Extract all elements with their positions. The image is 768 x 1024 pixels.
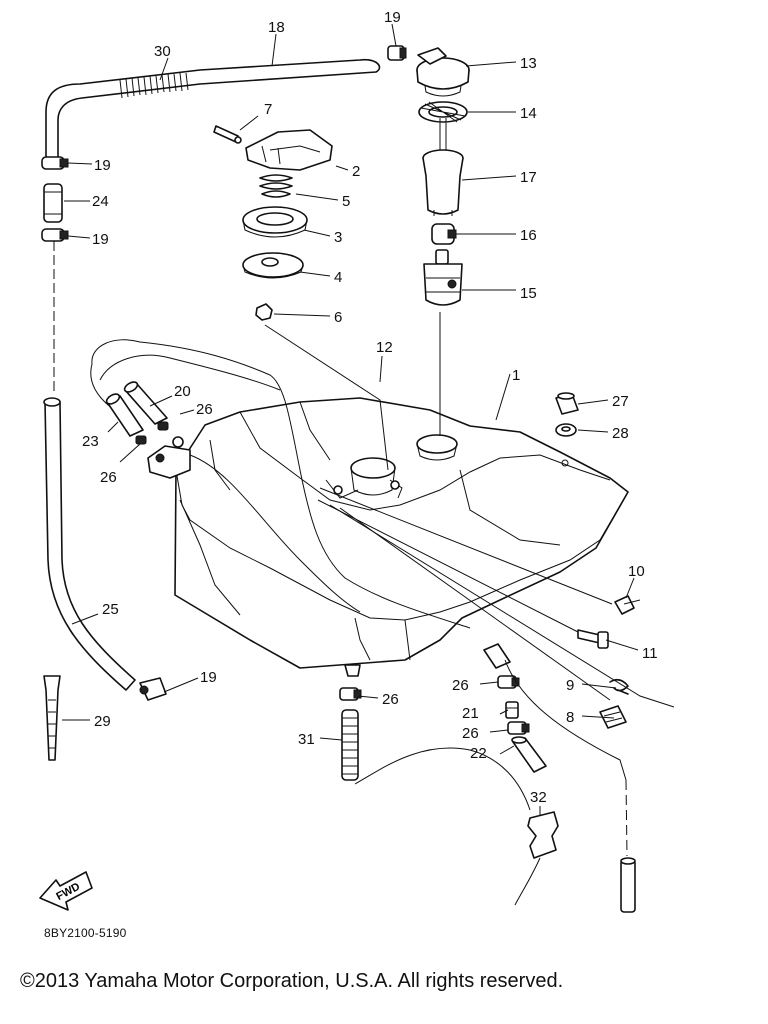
joint-15[interactable] [423,249,463,306]
clip-26-left[interactable] [135,435,147,445]
copyright-notice: ©2013 Yamaha Motor Corporation, U.S.A. A… [20,970,564,992]
hose-25[interactable] [43,397,136,691]
hose-23[interactable] [105,392,144,437]
callout-19-bottom: 19 [200,669,217,686]
fwd-arrow-icon: FWD [39,871,93,911]
vent-hose-loop [91,339,471,629]
callout-10: 10 [628,563,645,580]
clamp-26-low[interactable] [507,721,530,735]
washer-28[interactable] [555,423,577,437]
clip-26-upper[interactable] [157,421,169,431]
callout-23: 23 [82,433,99,450]
callout-14: 14 [520,105,537,122]
callout-19-top: 19 [384,9,401,26]
clip-32[interactable] [527,811,559,859]
callout-26-upper: 26 [196,401,213,418]
callout-16: 16 [520,227,537,244]
callout-29: 29 [94,713,111,730]
cap-2[interactable] [245,129,333,171]
joint-21[interactable] [505,701,519,719]
bolt-11[interactable] [577,629,609,649]
bolt-10[interactable] [614,595,641,615]
vent-hose-loop-inner [99,354,281,391]
tube-end[interactable] [620,857,636,913]
nut-14[interactable] [418,101,468,123]
hose-elbow[interactable] [483,643,511,669]
callout-24: 24 [92,193,109,210]
plate-4[interactable] [242,252,304,279]
clamp-26-drain[interactable] [339,687,362,701]
damper-8[interactable] [599,705,627,729]
pin-7[interactable] [213,125,242,144]
callout-13: 13 [520,55,537,72]
callout-26-drain: 26 [382,691,399,708]
leader-lines [62,23,639,816]
callout-32: 32 [530,789,547,806]
joint-24[interactable] [43,183,63,223]
callout-labels: 1 2 3 4 5 6 7 8 9 10 11 12 13 14 15 16 1… [82,9,658,806]
fuel-tank[interactable] [147,397,629,677]
callout-21: 21 [462,705,479,722]
callout-18: 18 [268,19,285,36]
spring-5[interactable] [259,174,293,198]
gasket-3[interactable] [242,206,308,238]
callout-1: 1 [512,367,520,384]
callout-7: 7 [264,101,272,118]
filler-neck-17[interactable] [422,149,464,216]
callout-26-left: 26 [100,469,117,486]
hose-22[interactable] [511,736,547,773]
callout-25: 25 [102,601,119,618]
callout-12: 12 [376,339,393,356]
hose-20[interactable] [123,380,168,425]
callout-26-mid: 26 [452,677,469,694]
cable-tie-29[interactable] [43,675,61,761]
callout-11: 11 [642,645,658,662]
callout-26-low: 26 [462,725,479,742]
callout-20: 20 [174,383,191,400]
clamp-19-top[interactable] [387,45,407,61]
callout-4: 4 [334,269,342,286]
callout-17: 17 [520,169,537,186]
cap-13[interactable] [416,47,470,97]
callout-19-upper: 19 [94,157,111,174]
callout-6: 6 [334,309,342,326]
clamp-19-a[interactable] [41,156,69,170]
callout-19-lower: 19 [92,231,109,248]
callout-30: 30 [154,43,171,60]
diagram-code: 8BY2100-5190 [44,926,127,940]
callout-31: 31 [298,731,315,748]
callout-8: 8 [566,709,574,726]
callout-28: 28 [612,425,629,442]
grommet-27[interactable] [555,392,579,415]
callout-9: 9 [566,677,574,694]
hose-18[interactable] [45,58,381,161]
spring-hose-31[interactable] [341,709,359,781]
spring-30[interactable] [119,72,189,99]
nut-6[interactable] [255,303,273,321]
clamp-16[interactable] [431,223,457,245]
callout-15: 15 [520,285,537,302]
callout-2: 2 [352,163,360,180]
clamp-19-b[interactable] [41,228,69,242]
callout-27: 27 [612,393,629,410]
callout-5: 5 [342,193,350,210]
clip-9[interactable] [609,678,629,695]
callout-3: 3 [334,229,342,246]
callout-22: 22 [470,745,487,762]
clamp-19-c[interactable] [139,677,167,701]
